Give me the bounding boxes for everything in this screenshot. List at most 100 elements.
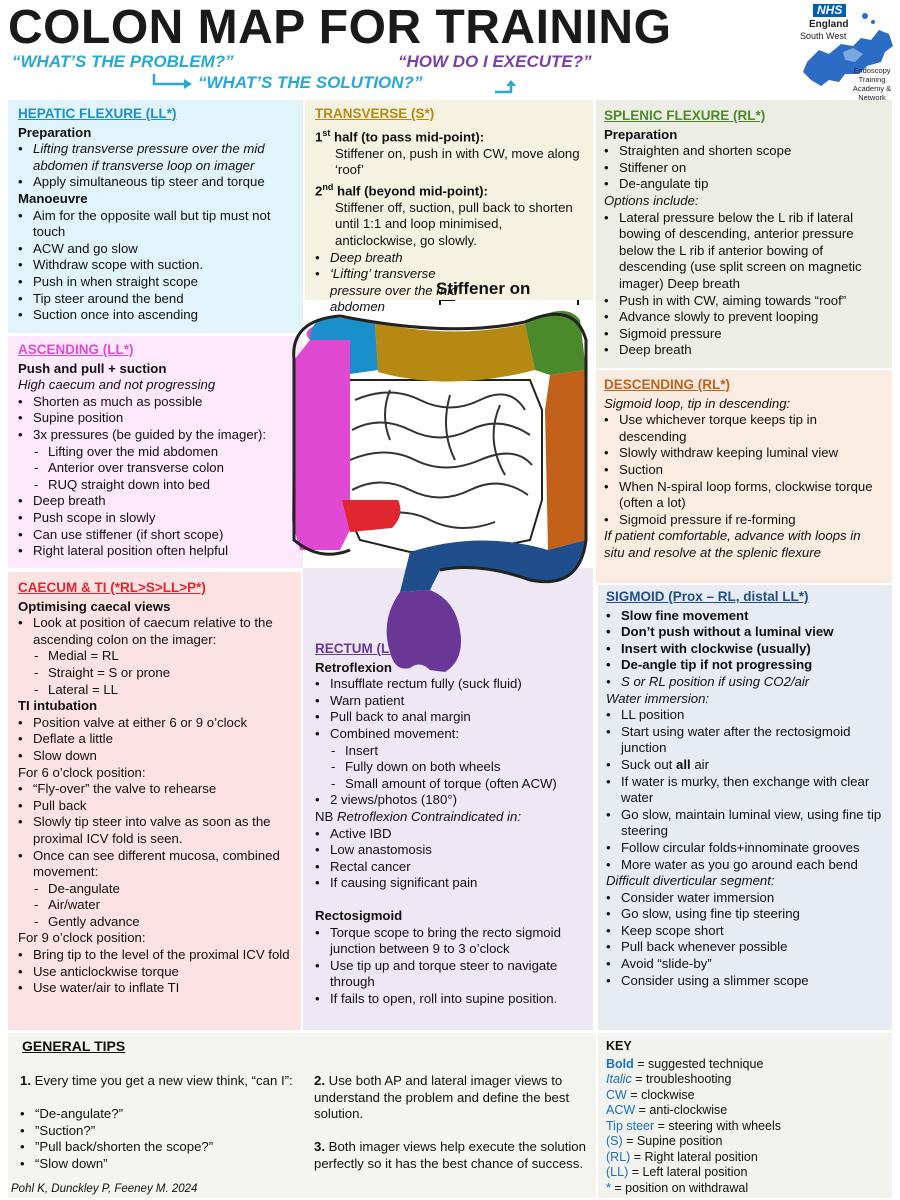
arrow-right-icon [152, 74, 192, 89]
list-item: Consider using a slimmer scope [606, 973, 884, 990]
key-supine: (S) = Supine position [606, 1134, 723, 1148]
list-item: Tip steer around the bend [18, 291, 293, 308]
list-item: Bring tip to the level of the proximal I… [18, 947, 291, 964]
list-item: Straight = S or prone [18, 665, 291, 682]
list-item: Rectal cancer [315, 859, 581, 876]
list-item: Use water/air to inflate TI [18, 980, 291, 997]
transverse-second-title: 2nd half (beyond mid-point): [315, 181, 488, 199]
list-item: Lateral pressure below the L rib if late… [604, 210, 884, 293]
key-withdrawal: * = position on withdrawal [606, 1180, 749, 1195]
list-item: Insert with clockwise (usually) [606, 641, 884, 658]
list-item: Consider water immersion [606, 890, 884, 907]
list-item: 2 views/photos (180°) [315, 792, 581, 809]
list-item: Apply simultaneous tip steer and torque [18, 174, 293, 191]
list-item: Shorten as much as possible [18, 394, 293, 411]
list-item: Pull back [18, 798, 291, 815]
splenic-prep-title: Preparation [604, 126, 678, 142]
list-item: Straighten and shorten scope [604, 143, 884, 160]
list-item: Pull back whenever possible [606, 939, 884, 956]
logo-region-1: England [809, 19, 849, 30]
ascending-segment [292, 324, 350, 550]
list-item: Slow fine movement [606, 608, 884, 625]
key-panel: KEY Bold = suggested technique Italic = … [598, 1033, 892, 1198]
list-item: Air/water [18, 897, 291, 914]
caecum-segment [342, 500, 401, 532]
list-item: “De-angulate?” [20, 1106, 310, 1123]
stiffener-bracket [439, 300, 579, 305]
list-item: Follow circular folds+innominate grooves [606, 840, 884, 857]
list-item: Avoid “slide-by” [606, 956, 884, 973]
list-item: Don’t push without a luminal view [606, 624, 884, 641]
question-problem: “WHAT’S THE PROBLEM?” [12, 52, 234, 71]
list-item: Aim for the opposite wall but tip must n… [18, 208, 293, 241]
list-item: ‘Lifting’ transverse pressure over the m… [315, 266, 485, 316]
list-item: Deep breath [604, 342, 884, 359]
hepatic-manoeuvre-title: Manoeuvre [18, 190, 88, 206]
list-item: S or RL position if using CO2/air [606, 674, 884, 691]
list-item: Withdraw scope with suction. [18, 257, 293, 274]
splenic-heading: SPLENIC FLEXURE (RL*) [604, 108, 766, 123]
transverse-heading: TRANSVERSE (S*) [315, 106, 435, 121]
sigmoid-water-title: Water immersion: [606, 690, 710, 706]
splenic-panel: SPLENIC FLEXURE (RL*) Preparation Straig… [596, 100, 892, 368]
list-item: “Fly-over” the valve to rehearse [18, 781, 291, 798]
transverse-segment [375, 322, 535, 382]
logo-academy: Endoscopy Training Academy & Network [852, 66, 892, 102]
list-item: Sigmoid pressure if re-forming [604, 512, 884, 529]
page-title: COLON MAP FOR TRAINING [8, 1, 672, 54]
nhs-logo: NHS [813, 4, 847, 17]
list-item: Use tip up and torque steer to navigate … [315, 958, 581, 991]
sigmoid-heading: SIGMOID (Prox – RL, distal LL*) [606, 589, 809, 604]
list-item: Use whichever torque keeps tip in descen… [604, 412, 884, 445]
descending-italic: Sigmoid loop, tip in descending: [604, 395, 791, 411]
list-item: If fails to open, roll into supine posit… [315, 991, 581, 1008]
caecum-sub1: Optimising caecal views [18, 598, 171, 614]
caecum-six-title: For 6 o’clock position: [18, 764, 146, 780]
descending-panel: DESCENDING (RL*) Sigmoid loop, tip in de… [596, 370, 892, 583]
list-item: More water as you go around each bend [606, 857, 884, 874]
list-item: LL position [606, 707, 884, 724]
question-solution: “WHAT’S THE SOLUTION?” [198, 73, 423, 92]
tip-3: 3. Both imager views help execute the so… [314, 1139, 586, 1171]
caecum-nine-title: For 9 o’clock position: [18, 930, 146, 946]
list-item: Sigmoid pressure [604, 326, 884, 343]
ascending-italic: High caecum and not progressing [18, 377, 216, 393]
list-item: 3x pressures (be guided by the imager): [18, 427, 293, 444]
list-item: Position valve at either 6 or 9 o’clock [18, 715, 291, 732]
list-item: Suck out all air [606, 757, 884, 774]
list-item: Lifting transverse pressure over the mid… [18, 141, 293, 174]
list-item: Look at position of caecum relative to t… [18, 615, 291, 648]
list-item: De-angulate tip [604, 176, 884, 193]
splenic-options-title: Options include: [604, 192, 699, 208]
list-item: Deflate a little [18, 731, 291, 748]
ascending-panel: ASCENDING (LL*) Push and pull + suction … [8, 336, 303, 568]
caecum-panel: CAECUM & TI (*RL>S>LL>P*) Optimising cae… [8, 572, 301, 1030]
list-item: Keep scope short [606, 923, 884, 940]
colon-diagram [292, 300, 588, 672]
list-item: Go slow, maintain luminal view, using fi… [606, 807, 884, 840]
hepatic-prep-title: Preparation [18, 124, 92, 140]
list-item: Insufflate rectum fully (suck fluid) [315, 676, 581, 693]
key-italic: Italic = troubleshooting [606, 1072, 732, 1086]
list-item: Lifting over the mid abdomen [18, 444, 293, 461]
list-item: Push in when straight scope [18, 274, 293, 291]
transverse-panel: TRANSVERSE (S*) 1st half (to pass mid-po… [305, 100, 593, 314]
list-item: Small amount of torque (often ACW) [315, 776, 581, 793]
descending-segment [545, 370, 586, 550]
list-item: Can use stiffener (if short scope) [18, 527, 293, 544]
list-item: ”Suction?” [20, 1123, 310, 1140]
list-item: Slowly withdraw keeping luminal view [604, 445, 884, 462]
caecum-heading: CAECUM & TI (*RL>S>LL>P*) [18, 580, 206, 595]
intestine-folds [349, 389, 533, 530]
list-item: Push in with CW, aiming towards “roof” [604, 293, 884, 310]
list-item: Supine position [18, 410, 293, 427]
list-item: RUQ straight down into bed [18, 477, 293, 494]
rectum-heading: RECTUM (LL*) [315, 641, 408, 656]
list-item: Use anticlockwise torque [18, 964, 291, 981]
list-item: De-angle tip if not progressing [606, 657, 884, 674]
list-item: Active IBD [315, 826, 581, 843]
list-item: Torque scope to bring the recto sigmoid … [315, 925, 581, 958]
list-item: Gently advance [18, 914, 291, 931]
list-item: De-angulate [18, 881, 291, 898]
tip-1: 1. Every time you get a new view think, … [20, 1073, 293, 1088]
